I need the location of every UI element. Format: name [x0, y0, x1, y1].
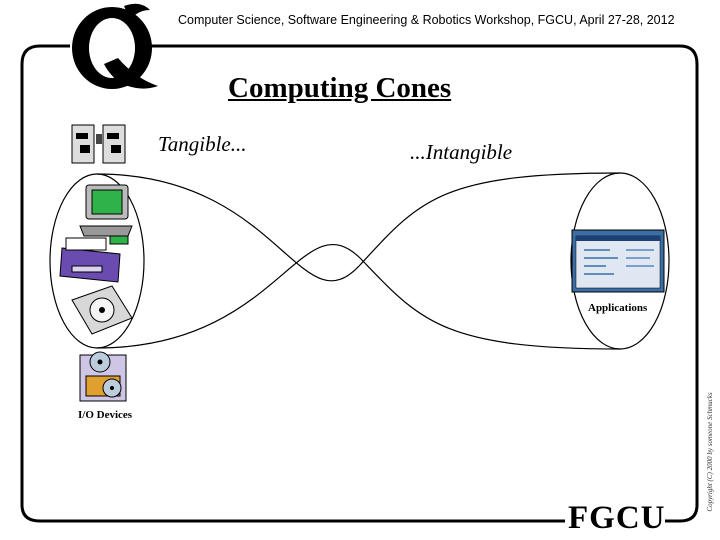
copyright-notice: Copyright (C) 2000 by someone Schmucks: [706, 392, 714, 512]
computer-monitor-icon: [79, 184, 133, 245]
applications-label: Applications: [588, 302, 648, 314]
hard-disk-icon: [71, 285, 133, 335]
intangible-label: ...Intangible: [410, 140, 513, 164]
cones-diagram: [49, 172, 670, 350]
cone-curve-upper: [96, 172, 621, 282]
slide-frame: [20, 44, 699, 523]
printer-icon: [59, 237, 121, 283]
computer-towers-icon: [71, 124, 126, 164]
fgcu-logo-text: FGCU: [568, 500, 666, 536]
slide-title: Computing Cones: [228, 72, 452, 104]
application-window-icon: [571, 229, 665, 293]
cd-drive-icon: [79, 351, 127, 402]
q-eagle-emblem-icon: [72, 3, 158, 89]
tangible-label: Tangible...: [158, 132, 247, 156]
workshop-header: Computer Science, Software Engineering &…: [178, 13, 675, 27]
io-devices-label: I/O Devices: [78, 409, 133, 421]
cone-curve-lower: [96, 244, 621, 350]
